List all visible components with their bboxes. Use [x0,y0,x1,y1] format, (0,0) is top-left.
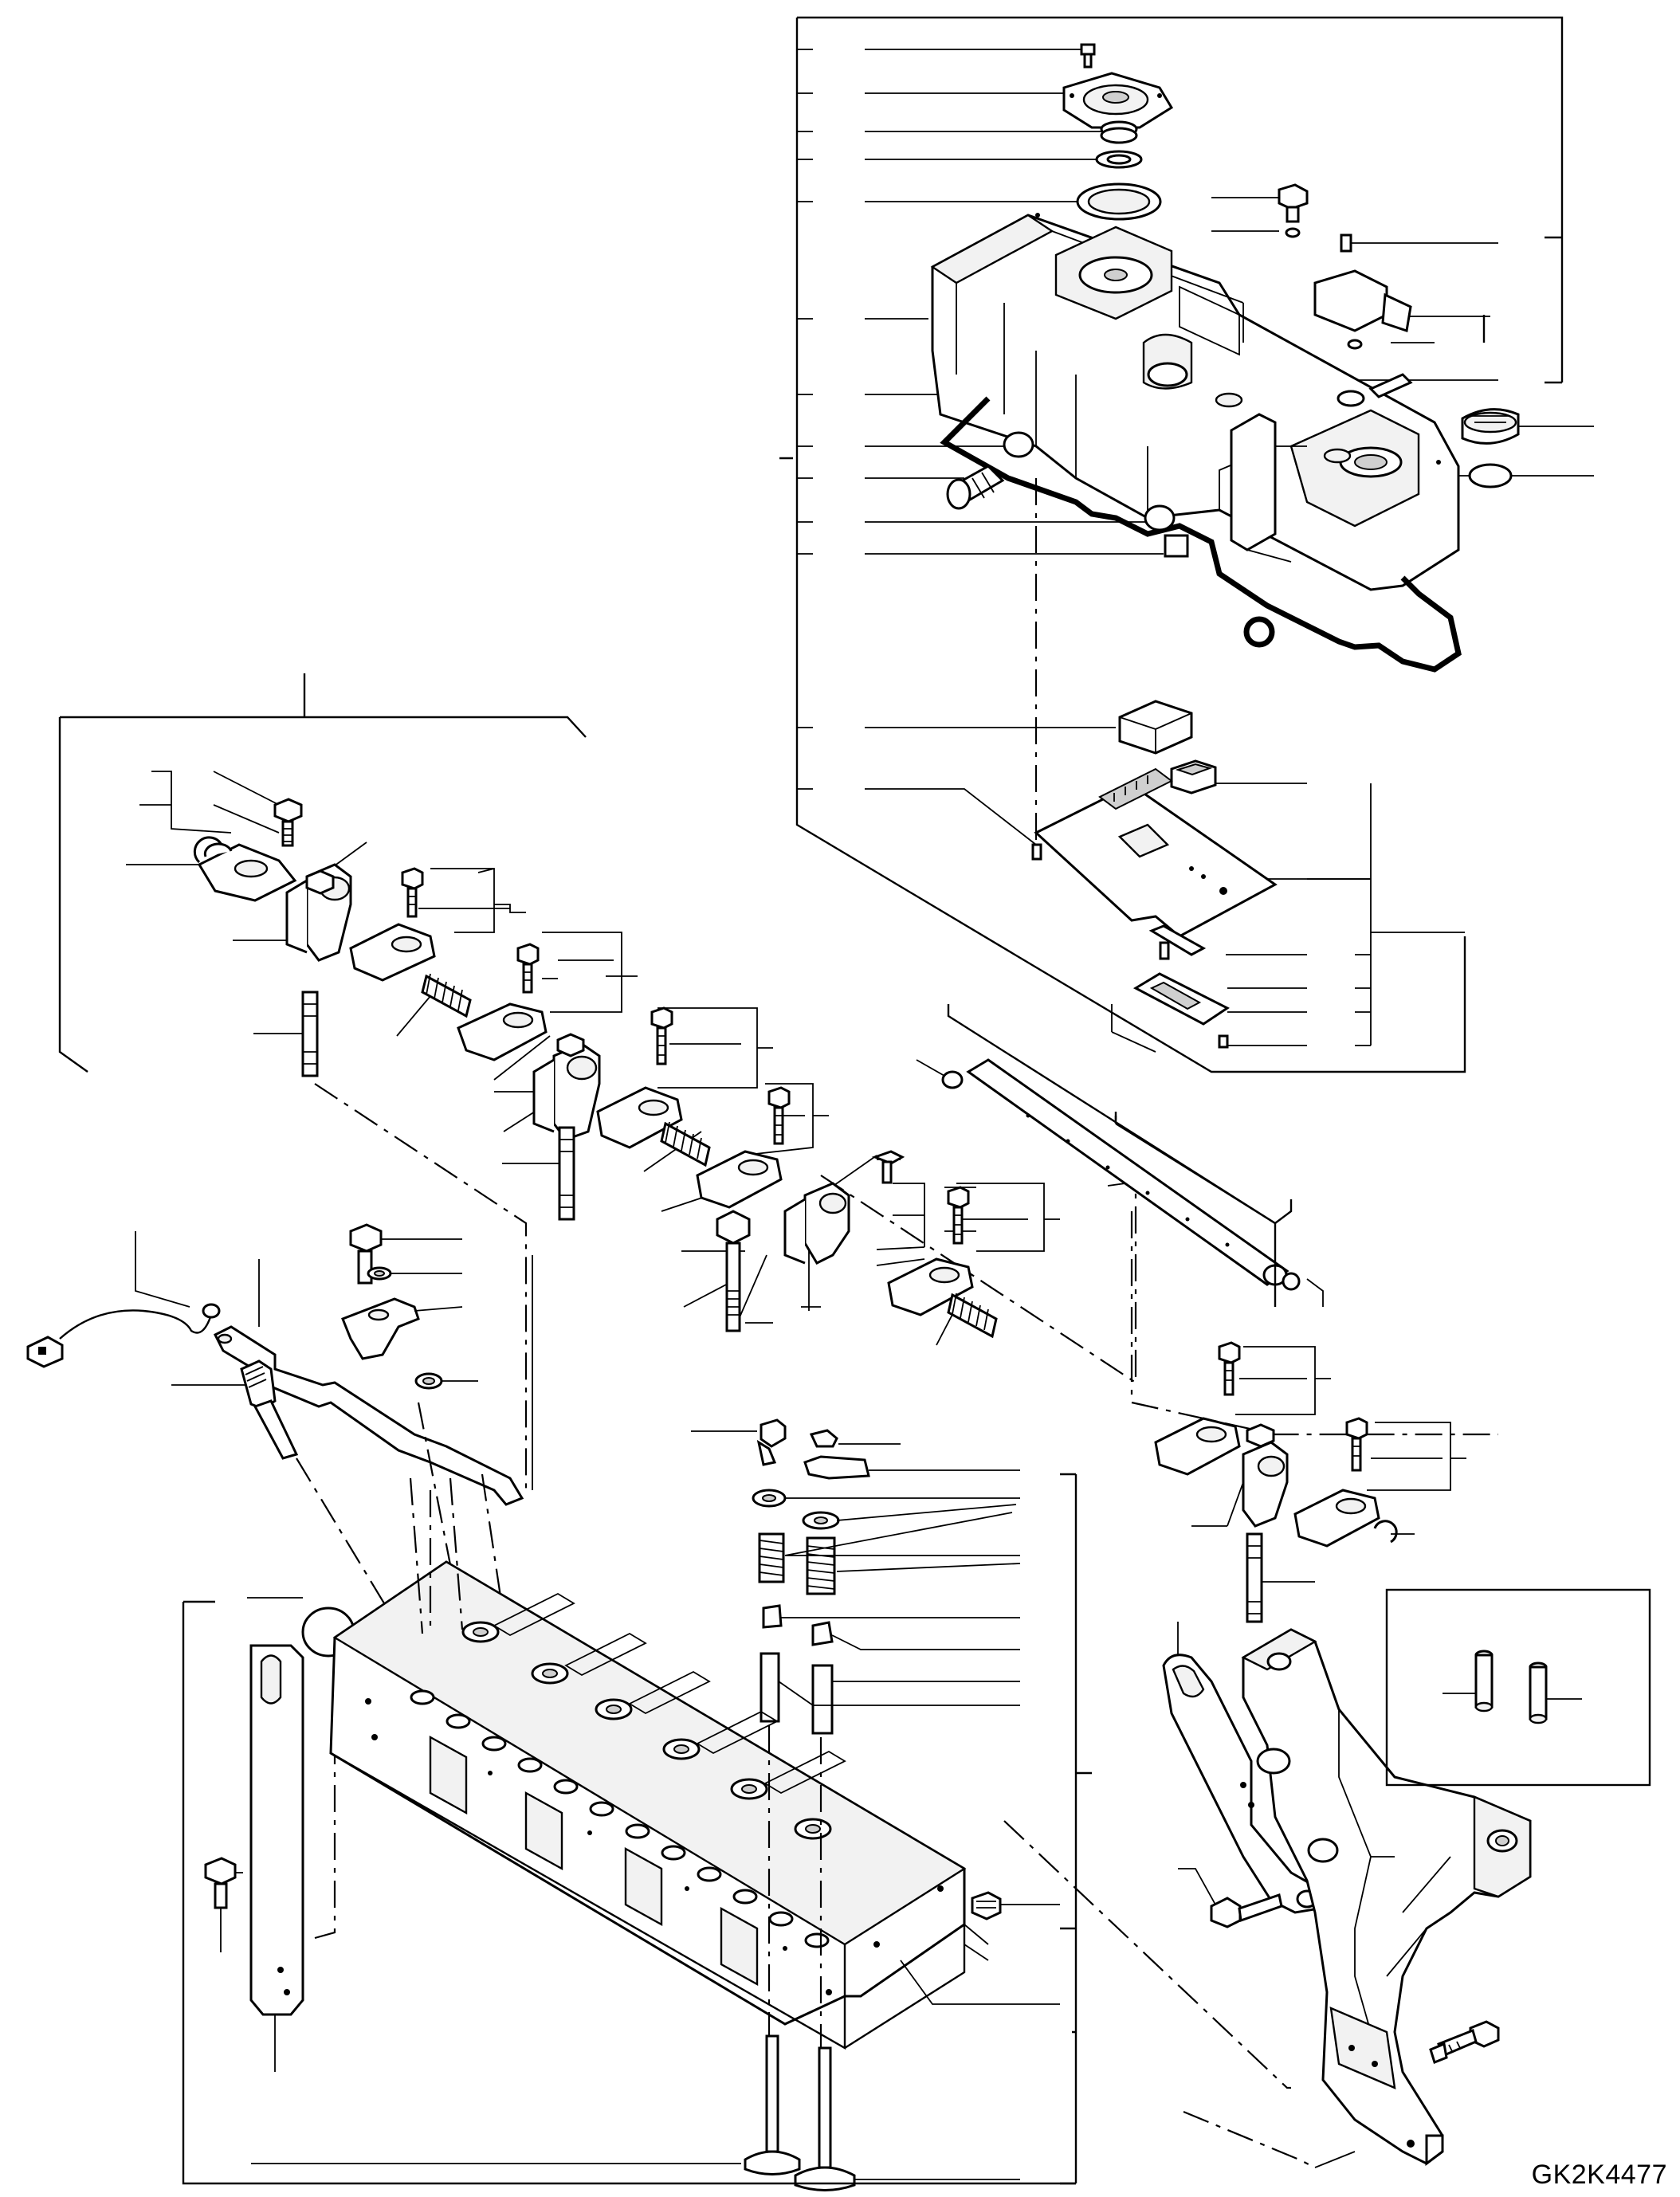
sensor-top-bolt [1278,183,1309,238]
rocker-support-nut-1 [305,869,335,895]
sensor-board [1031,767,1278,938]
rocker-arm-5 [696,1086,791,1209]
intake-valve [251,2034,801,2175]
rocker-stud-1 [301,991,319,1077]
rocker-support-2 [532,1033,601,1141]
valve-spring-retainers [752,1489,1020,1530]
injector-clamp [341,1297,463,1360]
rocker-snap-ring-2 [1373,1520,1415,1544]
rocker-shaft [916,1004,1324,1307]
breather-spring [1100,120,1138,144]
valve-guides [760,1652,1020,1735]
breather-washer [1095,150,1143,169]
drawing-code-label: GK2K4477 [1531,2160,1667,2190]
rocker-arm-3 [457,943,548,1061]
mount-leader-2 [1314,2151,1356,2168]
head-centerlines [409,1477,1316,2168]
head-leader [900,1960,1060,2005]
shaft-holes [1026,1113,1230,1247]
rocker-cover-group [779,16,1594,1073]
rocker-support-3 [783,1182,850,1265]
dowel-pin-2 [1529,1661,1582,1724]
valve-group [251,1418,1092,2191]
dowel-pin-1 [1443,1650,1494,1712]
pressure-sensor [1313,233,1413,407]
sensor-cover-plate [1132,924,1230,1049]
head-plug-bolt [971,1891,1060,1920]
eye-bar-centerline [314,1642,336,1940]
glow-terminal-bolt [349,1223,462,1285]
lifting-eye-bar [249,1644,304,2072]
mount-link-bolt [1178,1868,1283,1928]
rocker-snap-ring [203,842,233,857]
rocker-stud-3 [1246,1532,1315,1623]
hose-fitting [946,465,1005,510]
valve-collets [691,1418,1020,1480]
rocker-cover-gasket [940,396,1462,673]
mount-bolt [1429,2020,1500,2064]
engine-mount-group [1162,1588,1651,2168]
rocker-arm-2 [349,867,436,982]
cover-plugs [1003,431,1189,558]
glow-plug-busbar [213,1325,524,1506]
eye-bolt [204,1857,243,1952]
head-valve-seats [410,1689,830,1948]
rocker-arm-6 [887,1186,974,1316]
rocker-support-4 [1191,1423,1289,1528]
rocker-arm-4 [596,1006,683,1149]
sensor-bracket [1482,236,1564,384]
rocker-arm-7 [1154,1341,1331,1476]
cylinder-head [329,1560,989,2050]
valve-springs [758,1512,1021,1595]
glow-plug-group [26,1223,533,1634]
gasket-loop [1243,616,1275,648]
head-side-holes [365,1698,944,1995]
breather-cap-plate [1062,72,1174,129]
breather-diaphragm [1076,182,1162,221]
valve-stem-seals [762,1604,1020,1650]
rocker-cover [930,213,1460,591]
cover-bracket-frame [779,16,1564,1073]
rocker-bracket-frame [58,673,587,1073]
rocker-screw-small [871,1150,905,1184]
rocker-stud-2 [558,1126,575,1221]
rocker-arm-group [58,673,1498,1623]
cylinder-head-group [182,1477,1316,2185]
dowel-pin-inset [1385,1588,1651,1787]
rocker-spring-2 [660,1121,711,1167]
oil-filler-cap [1461,408,1520,488]
head-rocker-pads [493,1592,846,1795]
rocker-spring-3 [947,1293,998,1339]
valve-bracket [1060,1473,1092,2185]
cover-leader-lines [797,49,1594,1046]
head-exhaust-ports [429,1735,759,1987]
head-bracket-frame [182,1600,1076,2185]
rocker-spring-1 [421,973,472,1018]
head-top-bores [461,1621,832,1840]
rocker-long-bolt [716,1210,751,1332]
engine-mount-bracket [1241,1628,1532,2166]
rocker-leader-lines [126,771,1156,1346]
cap-bolt [1080,43,1096,69]
glow-plug [240,1359,299,1460]
rocker-arm-8 [1293,1417,1466,1548]
clamp-washer [414,1372,478,1390]
rocker-nut-1 [273,798,303,847]
separator-block [1118,700,1217,794]
exhaust-valve [794,2046,1020,2191]
glow-wire-harness [26,1303,221,1368]
